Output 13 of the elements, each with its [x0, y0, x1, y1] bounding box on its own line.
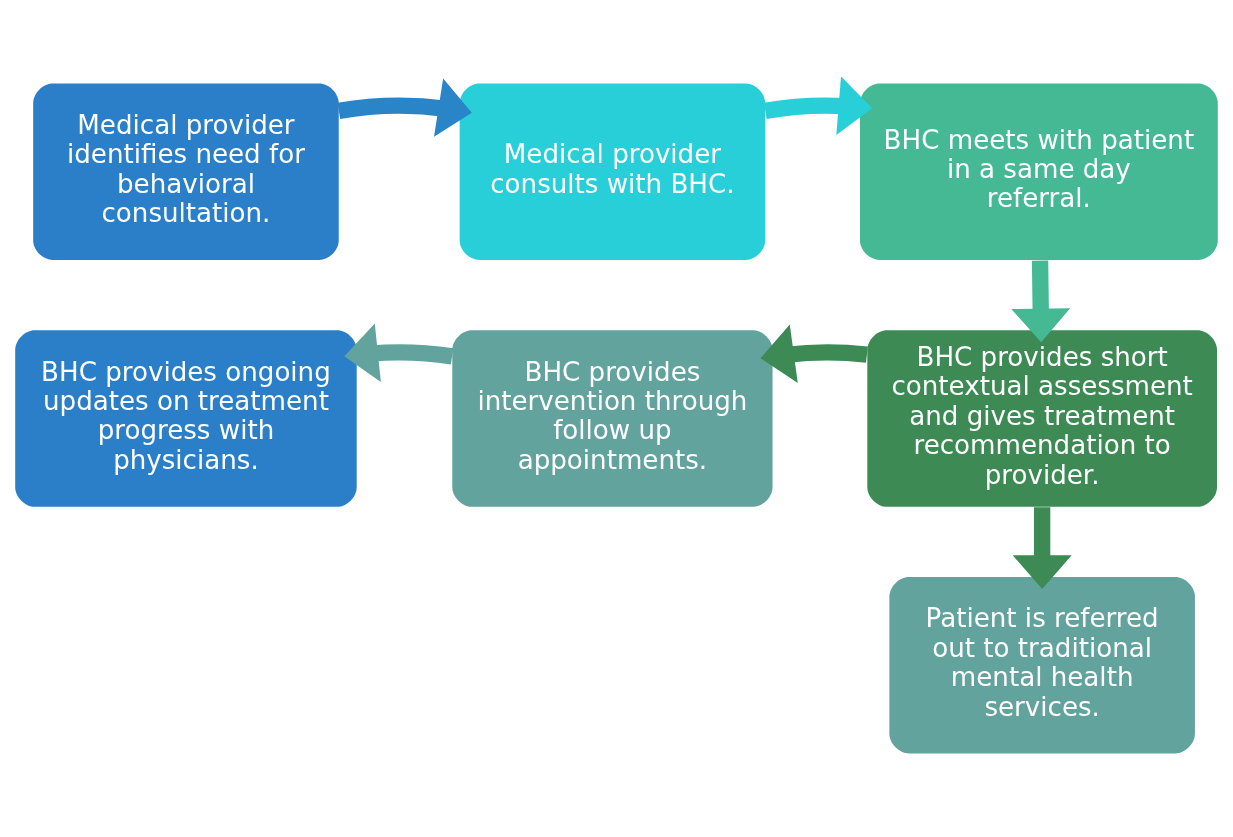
- node-box: BHC meets with patient in a same day referral.: [859, 83, 1218, 260]
- node-box: Medical provider consults with BHC.: [459, 83, 766, 260]
- node-box: BHC provides short contextual assessment and gives treatment recommendation to provider.: [867, 330, 1217, 507]
- arrow: [1011, 260, 1071, 343]
- node-box: BHC provides intervention through follow up appointments.: [452, 330, 773, 507]
- arrow: [763, 77, 873, 135]
- arrow: [337, 78, 472, 137]
- node-box: Patient is referred out to traditional mental health services.: [889, 577, 1195, 754]
- arrow: [344, 323, 454, 383]
- node-box: BHC provides ongoing updates on treatment progress with physicians.: [15, 330, 357, 507]
- arrow: [1012, 507, 1072, 589]
- arrow: [760, 324, 868, 383]
- node-box: Medical provider identifies need for behavioral consultation.: [33, 83, 339, 260]
